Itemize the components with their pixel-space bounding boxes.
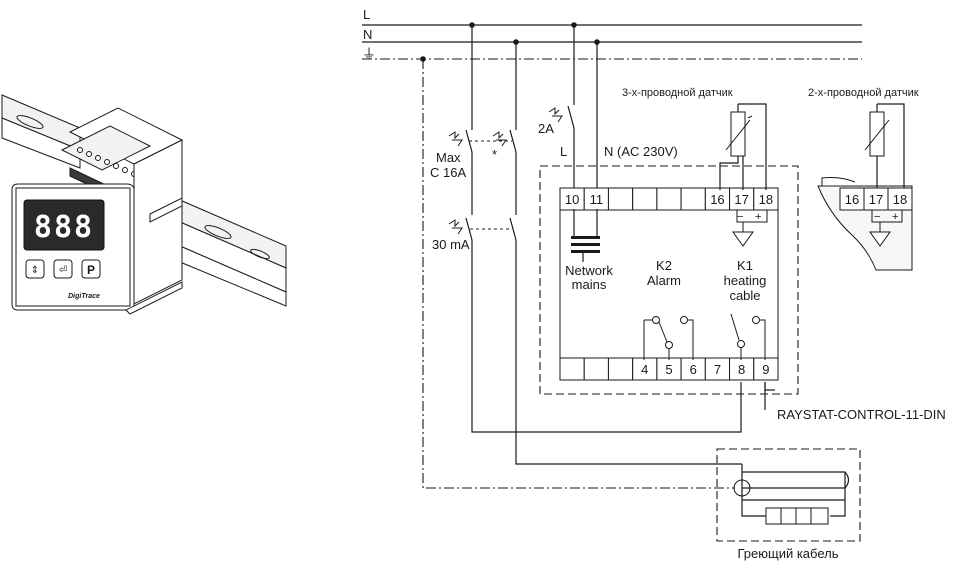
- terminal-top-cell: [607, 187, 634, 211]
- junction-dots: [420, 22, 600, 62]
- k1-label: K1: [737, 258, 753, 273]
- rcd-symbol: [448, 219, 463, 235]
- terminal-bottom-label: 5: [665, 362, 672, 377]
- terminal-bottom-cell: [607, 357, 634, 381]
- svg-text:−: −: [874, 211, 880, 223]
- sensor2-term-18: 18: [893, 192, 907, 207]
- breaker-main-symbol: [448, 131, 463, 147]
- terminal-top-label: 11: [590, 192, 604, 207]
- terminal-bottom-label: 9: [762, 362, 769, 377]
- led-display: [23, 199, 105, 251]
- svg-text:−: −: [737, 211, 743, 223]
- k2-relay-contacts: [643, 316, 694, 360]
- cable-heating-element: [765, 507, 829, 525]
- terminal-top-cell: [656, 187, 682, 211]
- k2-alarm-label: Alarm: [647, 273, 681, 288]
- k1-relay-contacts: [730, 313, 766, 360]
- fuse-rating-label: 2A: [538, 121, 554, 136]
- updown-button: [25, 259, 45, 279]
- sensor3-symbol: [719, 103, 767, 190]
- terminal-row-bottom: 4 5 6 7 8 9: [559, 357, 779, 381]
- p-button: [81, 259, 101, 279]
- terminal-top-label: 18: [759, 192, 773, 207]
- terminal-bottom-label: 7: [714, 362, 721, 377]
- p-button-label: P: [87, 263, 95, 277]
- display-digits: 888: [34, 210, 94, 245]
- terminal-bottom-label: 8: [738, 362, 745, 377]
- terminal-row-top: 10 11 16 17 18: [559, 187, 779, 211]
- terminal-bottom-cell: [753, 357, 779, 381]
- ground-icon: ⏚: [362, 46, 376, 62]
- terminal-top-label: 10: [565, 192, 579, 207]
- transformer-symbol: [571, 209, 600, 262]
- svg-text:+: +: [892, 211, 898, 223]
- sensor2-term-17: 17: [869, 192, 883, 207]
- terminal-top-cell: [632, 187, 658, 211]
- supply-N-label: N (AC 230V): [604, 144, 678, 159]
- terminal-bottom-cell: [559, 357, 585, 381]
- k2-label: K2: [656, 258, 672, 273]
- enter-icon: ⏎: [59, 265, 67, 276]
- rcd-rating-label: 30 mA: [432, 237, 470, 252]
- breaker-star-symbol: [492, 131, 507, 147]
- sensor2-symbol: 16 17 18 − +: [817, 103, 913, 271]
- sensor-input-symbol: − +: [732, 209, 768, 247]
- mains-bus: L N ⏚: [362, 7, 862, 62]
- sensor3-label: 3-х-проводной датчик: [622, 87, 733, 99]
- terminal-bottom-cell: [583, 357, 609, 381]
- sensor2-label: 2-х-проводной датчик: [808, 87, 919, 99]
- terminal-top-label: 16: [710, 192, 724, 207]
- breaker-rating-label: C 16A: [430, 165, 466, 180]
- breaker-star-label: *: [492, 147, 497, 162]
- k1-heating-label: heating: [724, 273, 767, 288]
- label-N: N: [363, 27, 372, 42]
- enter-button: [53, 259, 73, 279]
- breaker-max-label: Max: [436, 150, 461, 165]
- k1-cable-label: cable: [729, 288, 760, 303]
- brand-logo: DigiTrace: [68, 293, 100, 300]
- svg-text:+: +: [755, 211, 761, 223]
- terminal-top-label: 17: [734, 192, 748, 207]
- label-L: L: [363, 7, 370, 22]
- terminal-bottom-label: 6: [690, 362, 697, 377]
- supply-L-label: L: [560, 144, 567, 159]
- heating-cable-label: Греющий кабель: [737, 546, 838, 561]
- model-label: RAYSTAT-CONTROL-11-DIN: [777, 407, 946, 422]
- sensor2-term-16: 16: [845, 192, 859, 207]
- network-label-1: Network: [565, 263, 613, 278]
- terminal-top-cell: [680, 187, 706, 211]
- network-label-2: mains: [572, 277, 607, 292]
- updown-icon: ⇕: [31, 265, 39, 276]
- controller-outline: [539, 165, 799, 395]
- heating-cable: [716, 382, 861, 542]
- fuse-2a-symbol: [548, 107, 563, 123]
- terminal-bottom-label: 4: [641, 362, 648, 377]
- din-device-illustration: 888 ⇕ ⏎ P DigiTrace: [1, 94, 287, 315]
